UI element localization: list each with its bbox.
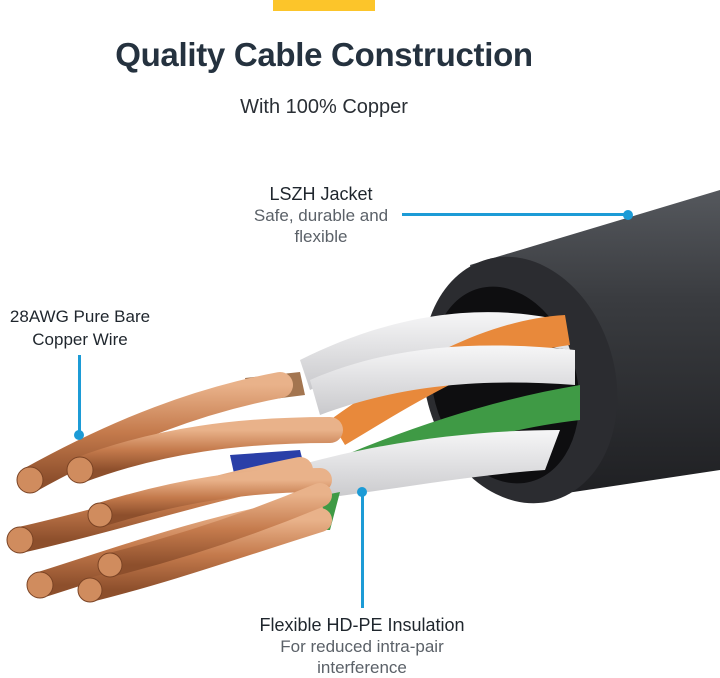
page-subtitle: With 100% Copper: [240, 96, 408, 118]
strand-ends: [6, 456, 123, 603]
callout-jacket-title: LSZH Jacket: [269, 184, 373, 204]
page-title: Quality Cable Construction: [115, 36, 533, 73]
insulation-leader-line: [361, 492, 364, 608]
callout-copper: 28AWG Pure Bare Copper Wire: [0, 305, 160, 351]
callout-jacket: LSZH Jacket Safe, durable and flexible: [236, 183, 406, 247]
callout-insulation-desc-2: interference: [317, 658, 407, 677]
copper-strands: [7, 372, 343, 602]
callout-insulation-title: Flexible HD-PE Insulation: [259, 615, 465, 635]
callout-copper-title-1: 28AWG Pure Bare: [9, 307, 151, 326]
callout-copper-title-2: Copper Wire: [32, 330, 128, 349]
copper-leader-dot: [74, 430, 84, 440]
callout-jacket-desc-1: Safe, durable and: [253, 206, 389, 225]
jacket-leader-dot: [623, 210, 633, 220]
jacket-leader-line: [402, 213, 628, 216]
callout-jacket-desc-2: flexible: [294, 227, 348, 246]
insulation-leader-dot: [357, 487, 367, 497]
accent-bar: [273, 0, 375, 11]
callout-insulation-desc-1: For reduced intra-pair: [280, 637, 444, 656]
callout-insulation: Flexible HD-PE Insulation For reduced in…: [232, 614, 492, 678]
copper-leader-line: [78, 355, 81, 435]
